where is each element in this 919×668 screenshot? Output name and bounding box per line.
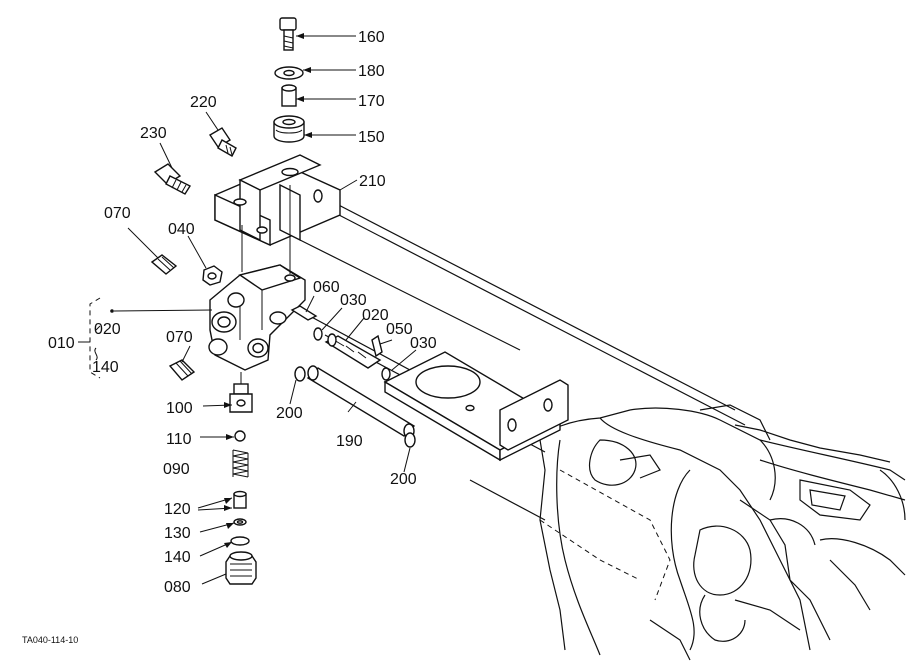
label-120: 120 [164, 501, 191, 518]
part-230-plug [153, 163, 192, 195]
label-010: 010 [48, 335, 75, 352]
label-070-lower: 070 [166, 329, 193, 346]
part-140-oring [230, 536, 250, 546]
label-200-right: 200 [390, 471, 417, 488]
part-070-plug-lower [168, 359, 196, 381]
mounting-plate [383, 351, 569, 462]
label-020: 020 [362, 307, 389, 324]
label-210: 210 [359, 173, 386, 190]
label-230: 230 [140, 125, 167, 142]
label-060: 060 [313, 279, 340, 296]
label-100: 100 [166, 400, 193, 417]
part-160-bolt [279, 17, 297, 51]
part-180-washer [274, 66, 304, 80]
part-labels: 160 180 170 150 210 220 230 070 040 060 … [22, 29, 437, 645]
label-170: 170 [358, 93, 385, 110]
label-160: 160 [358, 29, 385, 46]
figure-code: TA040-114-10 [22, 635, 78, 645]
part-110-ball [234, 430, 246, 442]
part-210-bracket [214, 154, 341, 247]
part-030-oring-left [313, 327, 323, 341]
label-070-upper: 070 [104, 205, 131, 222]
label-220: 220 [190, 94, 217, 111]
part-030-oring-right [381, 367, 391, 381]
label-180: 180 [358, 63, 385, 80]
part-020-spool [324, 333, 382, 369]
part-080-plug [225, 551, 257, 585]
part-050-pin [371, 334, 383, 358]
part-040-nut [202, 265, 223, 286]
label-030-left: 030 [340, 292, 367, 309]
part-130-washer [233, 518, 247, 526]
label-040: 040 [168, 221, 195, 238]
part-120-shims [233, 490, 247, 509]
label-200-left: 200 [276, 405, 303, 422]
label-190: 190 [336, 433, 363, 450]
valve-body [208, 185, 306, 371]
part-170-collar [281, 84, 297, 107]
part-070-plug-upper [150, 254, 178, 275]
label-130: 130 [164, 525, 191, 542]
part-150-cushion [273, 115, 305, 143]
part-090-spring [232, 449, 249, 478]
label-140: 140 [164, 549, 191, 566]
label-050: 050 [386, 321, 413, 338]
group-bracket-010 [78, 297, 213, 379]
tractor-housing [539, 404, 906, 661]
part-060-pin [290, 305, 318, 321]
part-200-oring-left [294, 366, 306, 382]
label-020-group: 020 [94, 321, 121, 338]
part-100-valve-seat [229, 372, 253, 413]
label-080: 080 [164, 579, 191, 596]
leader-lines [127, 33, 417, 585]
label-140-group: 140 [92, 359, 119, 376]
label-090: 090 [163, 461, 190, 478]
label-150: 150 [358, 129, 385, 146]
part-200-oring-right [404, 432, 416, 448]
part-220-fitting [209, 127, 237, 157]
label-110: 110 [166, 431, 192, 448]
label-030-right: 030 [410, 335, 437, 352]
